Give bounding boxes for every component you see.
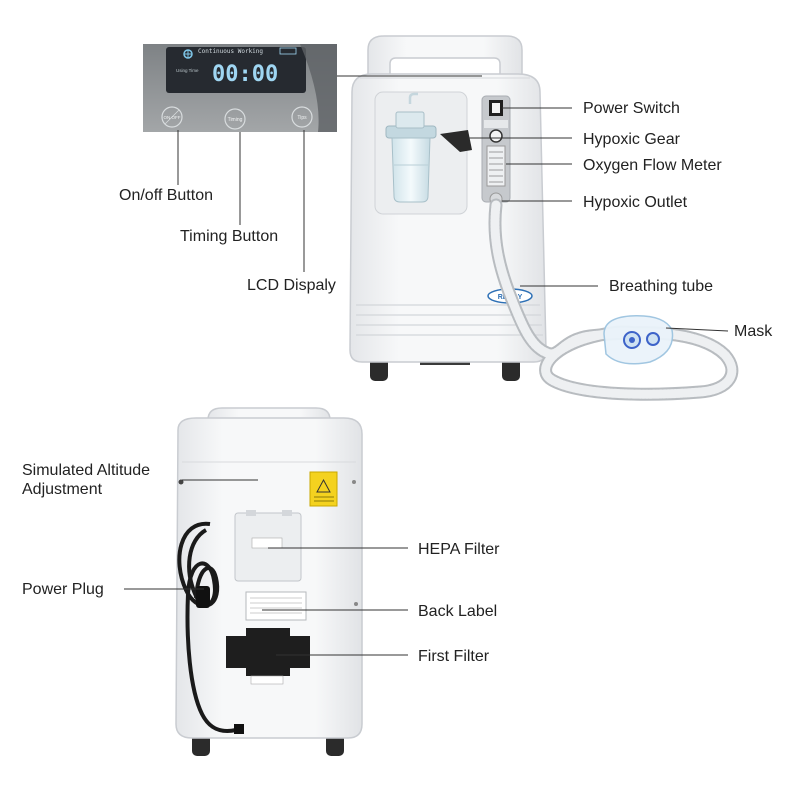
timing-button-label: Timing [228, 117, 243, 123]
label-altitude-line2: Adjustment [22, 481, 103, 498]
humidifier-bottle [385, 92, 437, 203]
label-hypoxic-gear: Hypoxic Gear [583, 131, 680, 148]
leader-lines [124, 75, 729, 656]
first-filter [226, 636, 310, 668]
label-hypoxic-outlet: Hypoxic Outlet [583, 194, 688, 211]
breathing-tube [488, 198, 739, 401]
label-mask: Mask [734, 323, 773, 340]
back-label-sticker [245, 591, 307, 621]
control-panel-inset: Continuous Working Using Time 00:00 ON O… [143, 44, 337, 132]
tips-button[interactable]: Tips [291, 106, 313, 128]
lcd-status-text: Continuous Working [198, 48, 263, 55]
leader-mask [665, 327, 729, 332]
label-power-plug: Power Plug [22, 581, 104, 598]
power-cord [177, 521, 237, 734]
onoff-button-label: ON OFF [164, 115, 181, 120]
timing-button[interactable]: Timing [224, 108, 246, 130]
tips-button-label: Tips [297, 115, 307, 121]
label-back-label: Back Label [418, 603, 498, 620]
label-power-switch: Power Switch [583, 100, 680, 117]
wheel-back-left [192, 734, 210, 756]
front-unit: REDDY [349, 35, 547, 381]
label-oxygen-flow-meter: Oxygen Flow Meter [583, 157, 722, 174]
mask [603, 315, 674, 365]
warning-sticker [309, 471, 338, 507]
onoff-button[interactable]: ON OFF [161, 106, 183, 128]
label-altitude-line1: Simulated Altitude [22, 462, 151, 479]
hypoxic-gear-knob [440, 130, 472, 152]
flow-meter-knob [489, 129, 503, 143]
label-first-filter: First Filter [418, 648, 490, 665]
lcd-using-time: Using Time [176, 68, 199, 73]
power-plug [196, 586, 210, 608]
label-onoff-button: On/off Button [119, 187, 213, 204]
label-hepa-filter: HEPA Filter [418, 541, 500, 558]
altitude-knob [178, 479, 184, 485]
back-unit [175, 407, 363, 756]
lcd-timer: 00:00 [212, 62, 278, 87]
label-timing-button: Timing Button [180, 228, 279, 245]
wheel-front-left [370, 357, 388, 381]
label-breathing-tube: Breathing tube [609, 278, 714, 295]
label-lcd-display: LCD Dispaly [247, 277, 336, 294]
lcd-screen [166, 47, 306, 93]
wheel-back-right [326, 734, 344, 756]
wheel-front-right [502, 357, 520, 381]
